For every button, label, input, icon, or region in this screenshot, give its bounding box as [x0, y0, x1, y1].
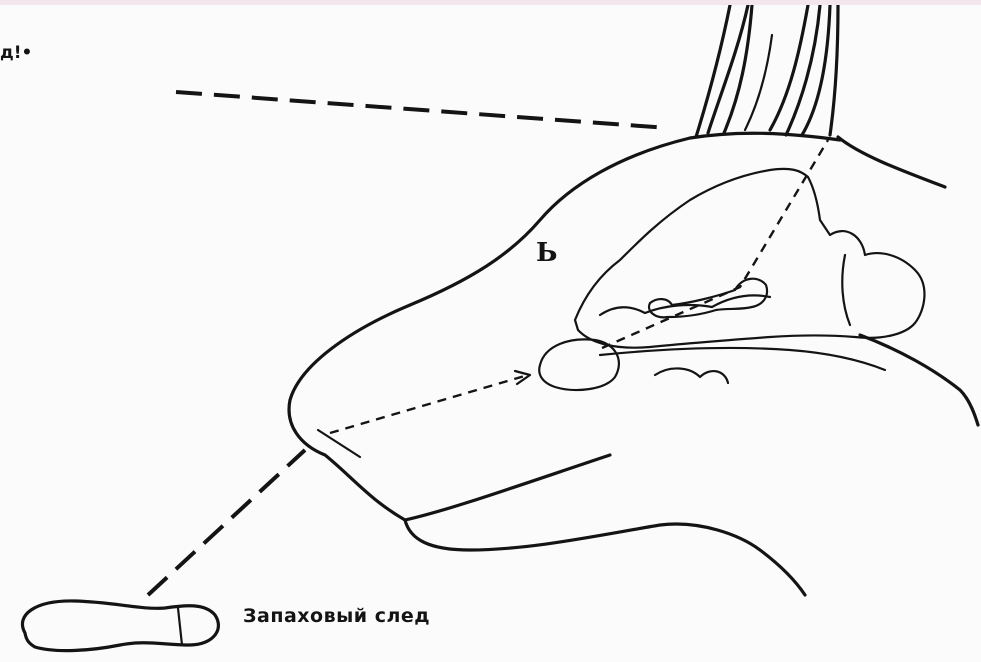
footprint-icon: [22, 601, 218, 651]
scent-trail-line: [148, 450, 305, 595]
corner-text-fragment: д!•: [0, 43, 32, 63]
nose-to-bulb-pathway: [330, 375, 528, 433]
brain-outline: [575, 169, 924, 383]
diagram-canvas: Ь Запаховый след д!•: [0, 5, 981, 662]
upper-dashed-line: [176, 92, 668, 128]
dog-head-smell-pathway-drawing: [0, 5, 981, 662]
nerve-fibers: [696, 5, 945, 187]
marker-a: Ь: [536, 238, 557, 268]
scent-trace-label: Запаховый след: [243, 605, 430, 627]
olfactory-tract: [649, 279, 767, 318]
dog-head-outline: [289, 133, 978, 595]
